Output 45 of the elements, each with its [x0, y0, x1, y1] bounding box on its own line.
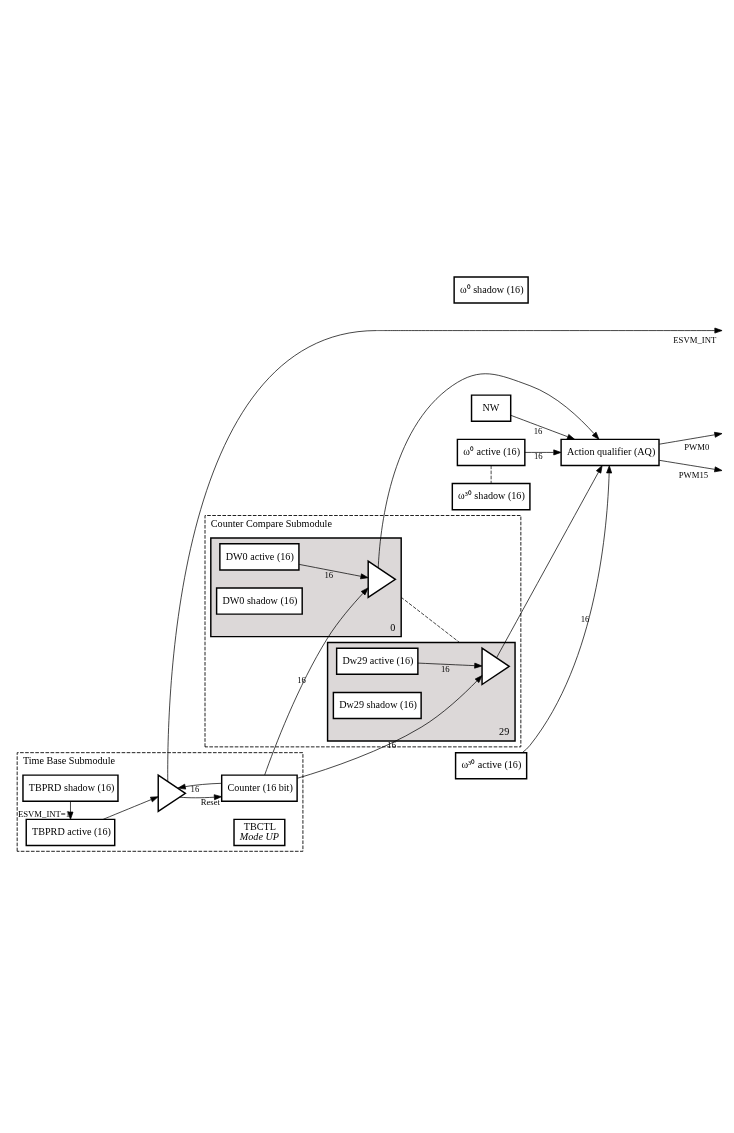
- arrow: [179, 793, 222, 800]
- arrow: [264, 587, 369, 775]
- edge-label: Reset: [200, 796, 220, 807]
- node-box: TBCTL Mode UP: [233, 818, 286, 846]
- node-box: TBPRD active (16): [25, 818, 116, 846]
- edge-label: PWM15: [678, 469, 709, 480]
- node-box: DW0 shadow (16): [215, 586, 303, 615]
- node-box: TBPRD shadow (16): [22, 773, 119, 802]
- node-box: Dw29 active (16): [335, 647, 419, 675]
- edge-label: PWM0: [684, 441, 710, 452]
- edge-label: ESVM_INT=1: [17, 808, 71, 819]
- arrow: [102, 795, 159, 820]
- node-box: ω³⁰ active (16): [454, 751, 528, 779]
- arrow: [658, 459, 723, 472]
- node-box: Action qualifier (AQ): [560, 438, 660, 466]
- node-triangle: [481, 646, 511, 686]
- node-box: ω⁰ shadow (16): [453, 275, 529, 304]
- edge-label: ESVM_INT: [673, 334, 717, 345]
- edge-label: 16: [533, 450, 543, 461]
- arrow: [177, 782, 222, 789]
- node-box: ω³⁰ shadow (16): [451, 482, 531, 510]
- arrow: [496, 464, 603, 658]
- arrow: [521, 464, 613, 753]
- node-box: DW0 active (16): [219, 542, 300, 571]
- edge-label: 16: [297, 674, 306, 685]
- node-triangle: [367, 559, 397, 599]
- arrow: [417, 662, 483, 669]
- connector: [490, 464, 492, 484]
- edge-label: 16: [324, 569, 334, 580]
- arrow: [377, 372, 600, 568]
- arrow: [296, 674, 483, 779]
- edge-label: 16: [440, 662, 450, 673]
- edge-label: 16: [533, 425, 543, 436]
- node-box: ω⁰ active (16): [456, 438, 526, 466]
- arrow: [510, 414, 575, 440]
- arrow: [658, 431, 723, 445]
- arrow: [67, 800, 74, 820]
- node-box: Dw29 shadow (16): [332, 691, 422, 719]
- connector: [400, 596, 460, 643]
- node-box: Counter (16 bit): [220, 773, 298, 802]
- arrow: [298, 563, 369, 579]
- edge-label: 16: [580, 613, 590, 624]
- node-box: NW: [470, 393, 512, 422]
- arrow: [524, 449, 562, 455]
- edge-label: 16: [190, 783, 200, 794]
